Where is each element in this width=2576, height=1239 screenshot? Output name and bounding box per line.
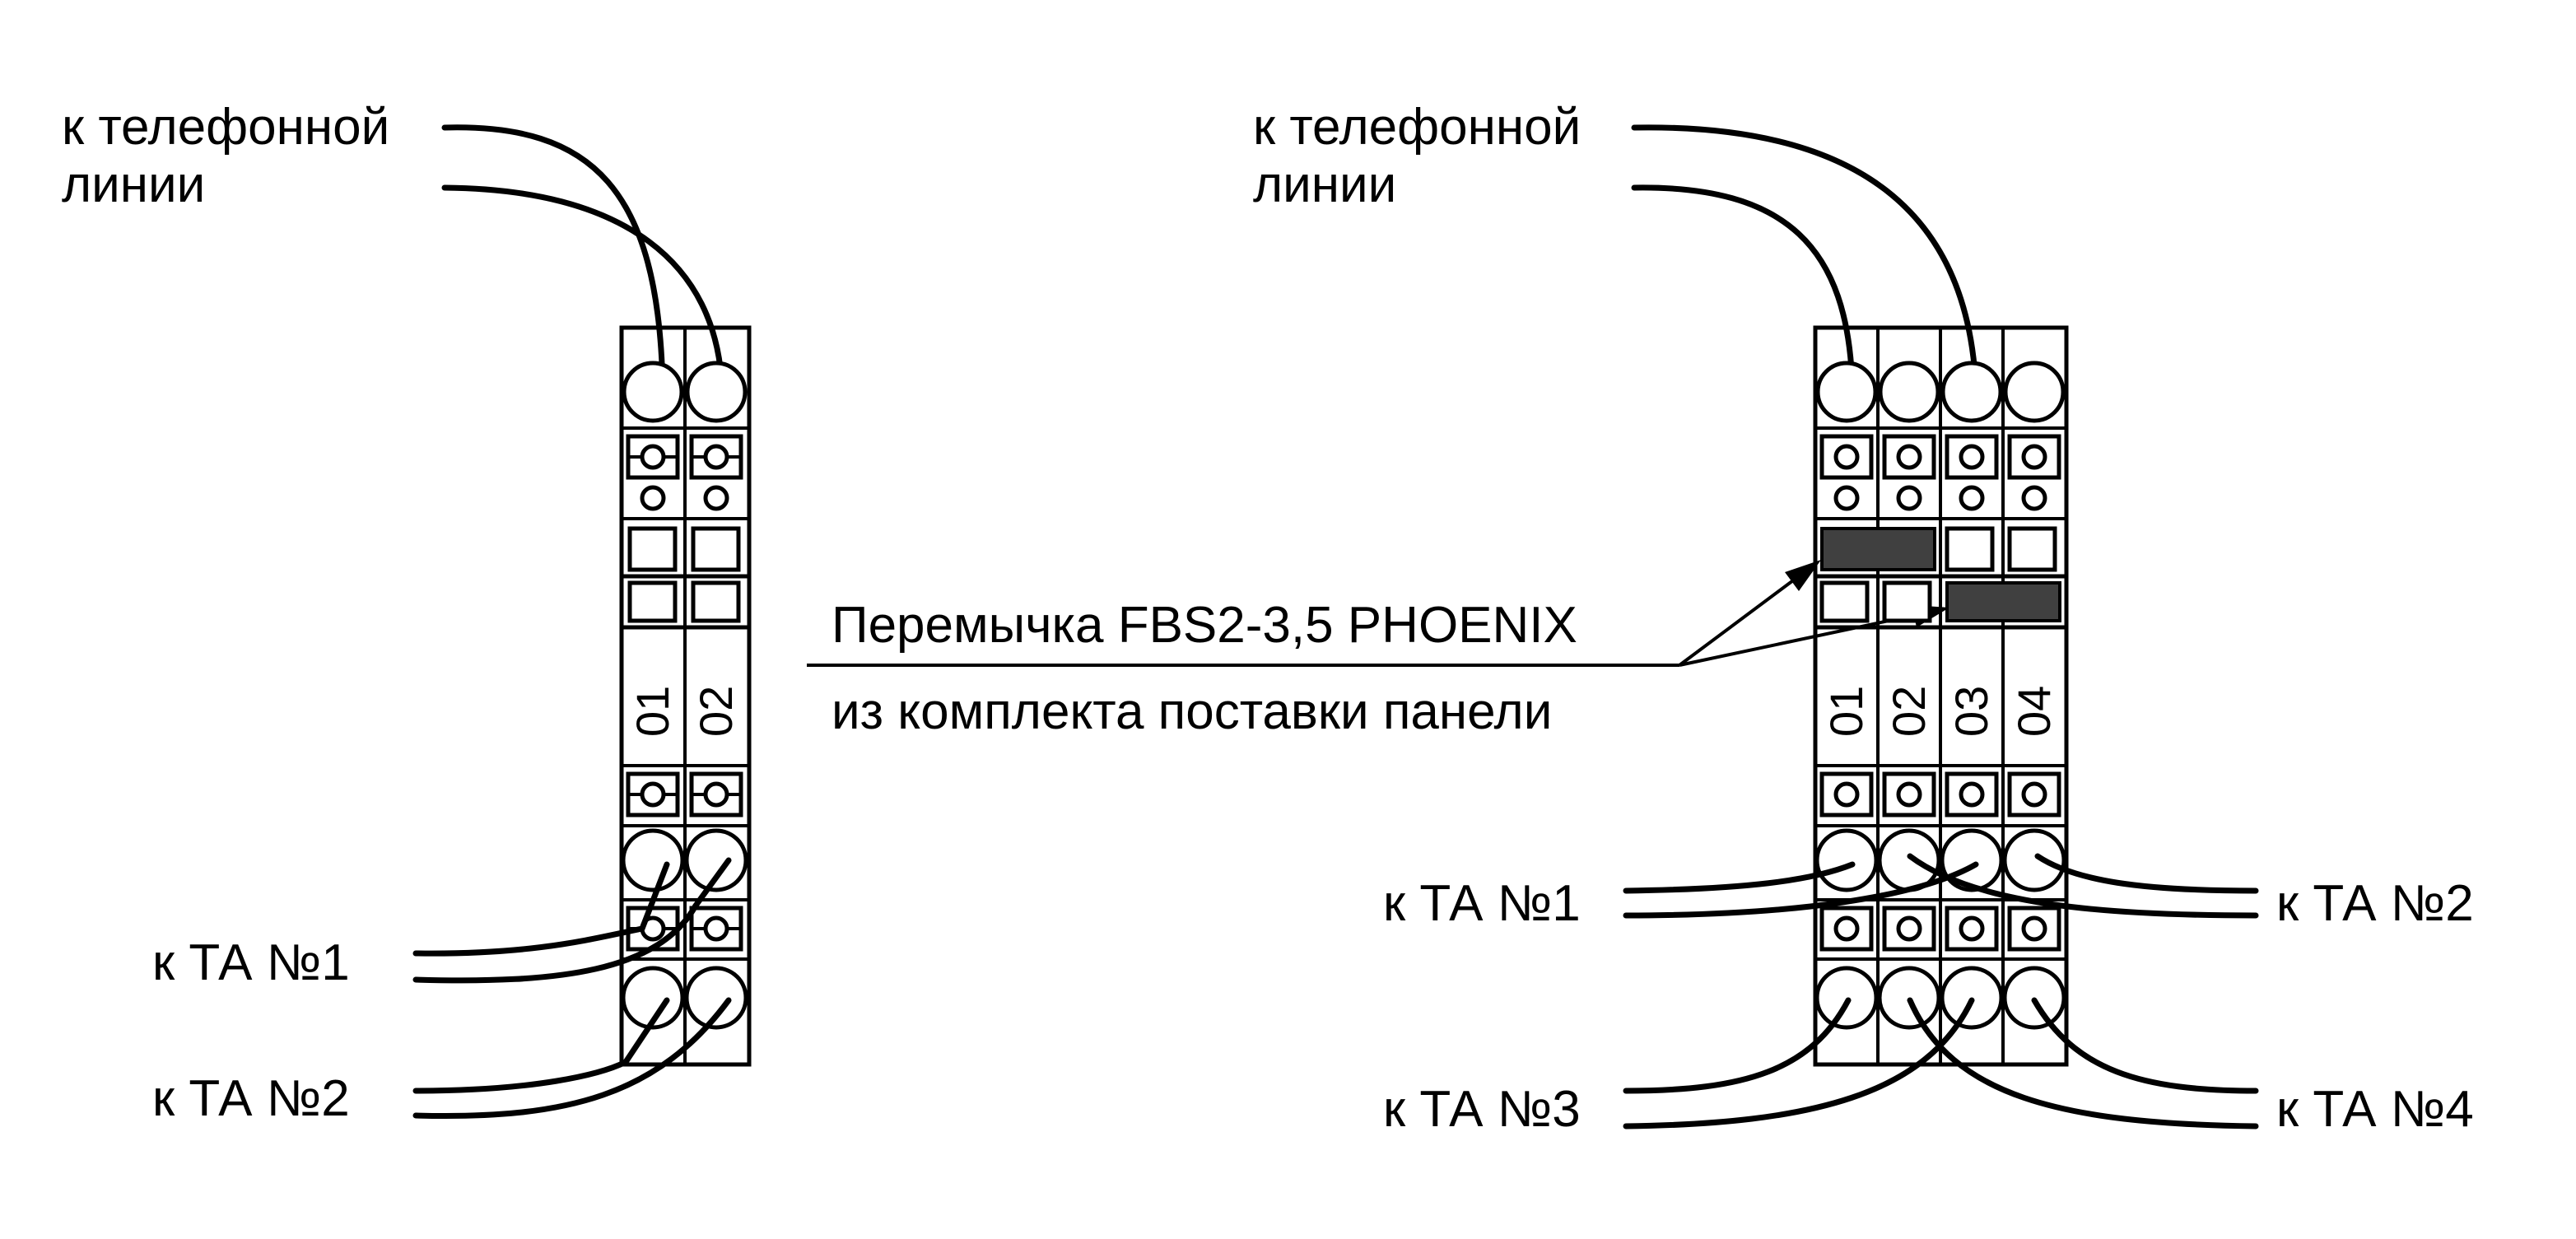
right-phone-line-label-2: линии: [1253, 156, 1396, 213]
right-mid-hole: [2002, 828, 2066, 892]
left-terminal-number: 02: [690, 686, 742, 737]
right-ta2-label: к ТА №2: [2276, 875, 2474, 932]
left-ta1-wire-a: [412, 861, 670, 957]
right-screw-row-low: [1819, 906, 2061, 952]
left-ta1-wire-b: [412, 857, 732, 984]
right-top-hole: [1815, 361, 1878, 423]
left-mid-hole: [621, 828, 685, 892]
jumper-03-04: [1945, 581, 2061, 622]
right-ta2-wire-b: [1907, 853, 2259, 919]
right-slot: [1882, 580, 1932, 623]
left-bottom-hole: [684, 966, 748, 1030]
jumper-callout: Перемычка FBS2-3,5 PHOENIX из комплекта …: [807, 560, 1949, 740]
left-phone-wire-2: [441, 184, 725, 390]
jumper-label-line2: из комплекта поставки панели: [831, 683, 1552, 740]
jumper-01-02: [1820, 527, 1936, 571]
right-top-hole: [1940, 361, 2003, 423]
left-slot: [691, 526, 741, 572]
left-phone-line-label-2: линии: [62, 156, 205, 213]
arrowhead-icon: [1785, 560, 1821, 591]
right-screw-row-mid: [1819, 771, 2061, 817]
left-terminal-block: к телефонной линии 01: [62, 99, 752, 1127]
left-top-hole: [622, 361, 684, 423]
left-screw-row-top: [626, 434, 743, 511]
right-phone-line-label-1: к телефонной: [1253, 99, 1581, 156]
right-terminal-number: 03: [1945, 686, 1997, 737]
left-phone-line-label-1: к телефонной: [62, 99, 389, 156]
jumper-label-line1: Перемычка FBS2-3,5 PHOENIX: [831, 597, 1577, 654]
right-ta4-label: к ТА №4: [2276, 1081, 2474, 1138]
left-terminal-number: 01: [627, 686, 678, 737]
right-terminal-number: 04: [2008, 686, 2060, 737]
left-screw-row-mid: [626, 771, 743, 817]
right-terminal-number: 01: [1820, 686, 1872, 737]
left-phone-wire-1: [441, 124, 666, 390]
right-top-hole: [2003, 361, 2066, 423]
right-slot: [1819, 580, 1870, 623]
left-ta2-label: к ТА №2: [152, 1070, 350, 1127]
left-slot: [627, 580, 678, 623]
right-ta3-wire-b: [1623, 997, 1975, 1130]
left-ta1-label: к ТА №1: [152, 934, 350, 991]
right-ta4-wire-b: [1907, 997, 2259, 1130]
right-slot: [2007, 526, 2057, 572]
left-ta2-wire-a: [412, 997, 670, 1094]
right-ta4-wire-a: [2031, 997, 2259, 1094]
right-terminal-block: к телефонной линии: [1253, 99, 2474, 1138]
right-phone-wire-1: [1631, 124, 1979, 390]
left-top-hole: [685, 361, 748, 423]
right-ta2-wire-a: [2034, 853, 2259, 894]
left-ta2-wire-b: [412, 997, 732, 1119]
right-phone-wire-2: [1631, 184, 1856, 390]
right-ta3-label: к ТА №3: [1383, 1081, 1581, 1138]
right-terminal-number: 02: [1883, 686, 1935, 737]
right-ta3-wire-a: [1623, 997, 1852, 1094]
right-bottom-hole: [1814, 966, 1879, 1030]
right-top-hole: [1878, 361, 1940, 423]
left-bottom-hole: [621, 966, 685, 1030]
right-ta1-label: к ТА №1: [1383, 875, 1581, 932]
right-mid-hole: [1814, 828, 1879, 892]
right-ta1-wire-a: [1623, 861, 1856, 894]
right-screw-row-top: [1819, 434, 2061, 511]
left-slot: [627, 526, 678, 572]
right-slot: [1945, 526, 1995, 572]
left-slot: [691, 580, 741, 623]
left-mid-hole: [684, 828, 748, 892]
